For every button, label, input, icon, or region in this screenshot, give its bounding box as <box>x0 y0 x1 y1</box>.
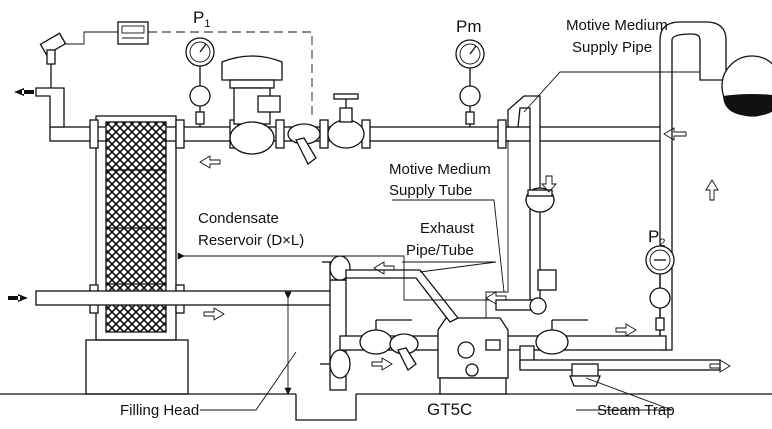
plate-heat-exchanger <box>89 115 185 341</box>
label-steam-trap: Steam Trap <box>597 402 675 419</box>
equipment-base <box>85 339 189 395</box>
label-p1: P1 <box>193 8 210 30</box>
flow-arrows <box>8 88 731 373</box>
motive-medium-supply-tube <box>485 140 509 318</box>
control-valve <box>221 55 283 155</box>
ground-pit <box>295 394 357 421</box>
label-condensate-2: Reservoir (D×L) <box>198 232 304 249</box>
globe-valve <box>327 93 365 149</box>
motive-tube-leader <box>392 199 505 293</box>
gt5c-pump <box>437 317 509 395</box>
pressure-gauge-p2 <box>645 245 675 336</box>
exhaust-leader <box>402 261 497 273</box>
label-exhaust-2: Pipe/Tube <box>406 242 474 259</box>
pressure-gauge-pm <box>455 39 485 127</box>
label-exhaust-1: Exhaust <box>420 220 475 237</box>
exhaust-pipe <box>345 269 460 323</box>
label-motive-tube-2: Supply Tube <box>389 182 472 199</box>
label-gt5c: GT5C <box>427 400 472 419</box>
supply-tank <box>659 21 772 351</box>
temperature-sensor <box>39 32 67 88</box>
label-filling-head: Filling Head <box>120 402 199 419</box>
pressure-gauge-p1 <box>185 37 215 127</box>
label-motive-pipe-2: Supply Pipe <box>572 39 652 56</box>
label-motive-pipe-1: Motive Medium <box>566 17 668 34</box>
steam-trap-leader <box>576 377 673 411</box>
motive-pipe-leader <box>523 71 700 113</box>
label-condensate-1: Condensate <box>198 210 279 227</box>
lower-valves <box>320 255 588 379</box>
condensate-reservoir-leader <box>177 252 490 301</box>
label-pm: Pm <box>456 17 482 36</box>
label-motive-tube-1: Motive Medium <box>389 161 491 178</box>
y-strainer <box>287 123 321 165</box>
sensor-signal-line <box>64 31 118 45</box>
steam-trap <box>569 363 601 387</box>
label-p2: P2 <box>648 227 665 249</box>
filling-head-leader <box>200 351 297 411</box>
temperature-controller <box>117 21 149 45</box>
